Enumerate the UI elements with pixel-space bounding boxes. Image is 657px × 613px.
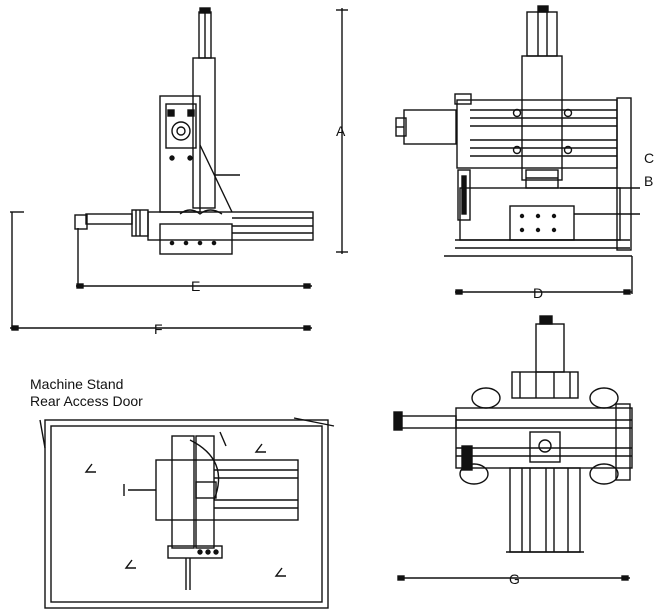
machine-stand-callout: Machine Stand Rear Access Door bbox=[30, 376, 143, 410]
callout-line-1: Machine Stand bbox=[30, 376, 124, 392]
side-view bbox=[10, 7, 348, 331]
plan-view bbox=[39, 417, 335, 609]
callout-line-2: Rear Access Door bbox=[30, 393, 143, 409]
dimension-d-label: D bbox=[533, 285, 543, 301]
dimension-f-label: F bbox=[154, 321, 163, 337]
dimension-g-label: G bbox=[509, 571, 520, 587]
dimension-a-label: A bbox=[336, 123, 346, 139]
dimension-b-label: B bbox=[644, 173, 653, 189]
front-view bbox=[395, 5, 640, 295]
dimension-c-label: C bbox=[644, 150, 654, 166]
top-view bbox=[393, 315, 633, 581]
dimension-e-label: E bbox=[191, 278, 200, 294]
